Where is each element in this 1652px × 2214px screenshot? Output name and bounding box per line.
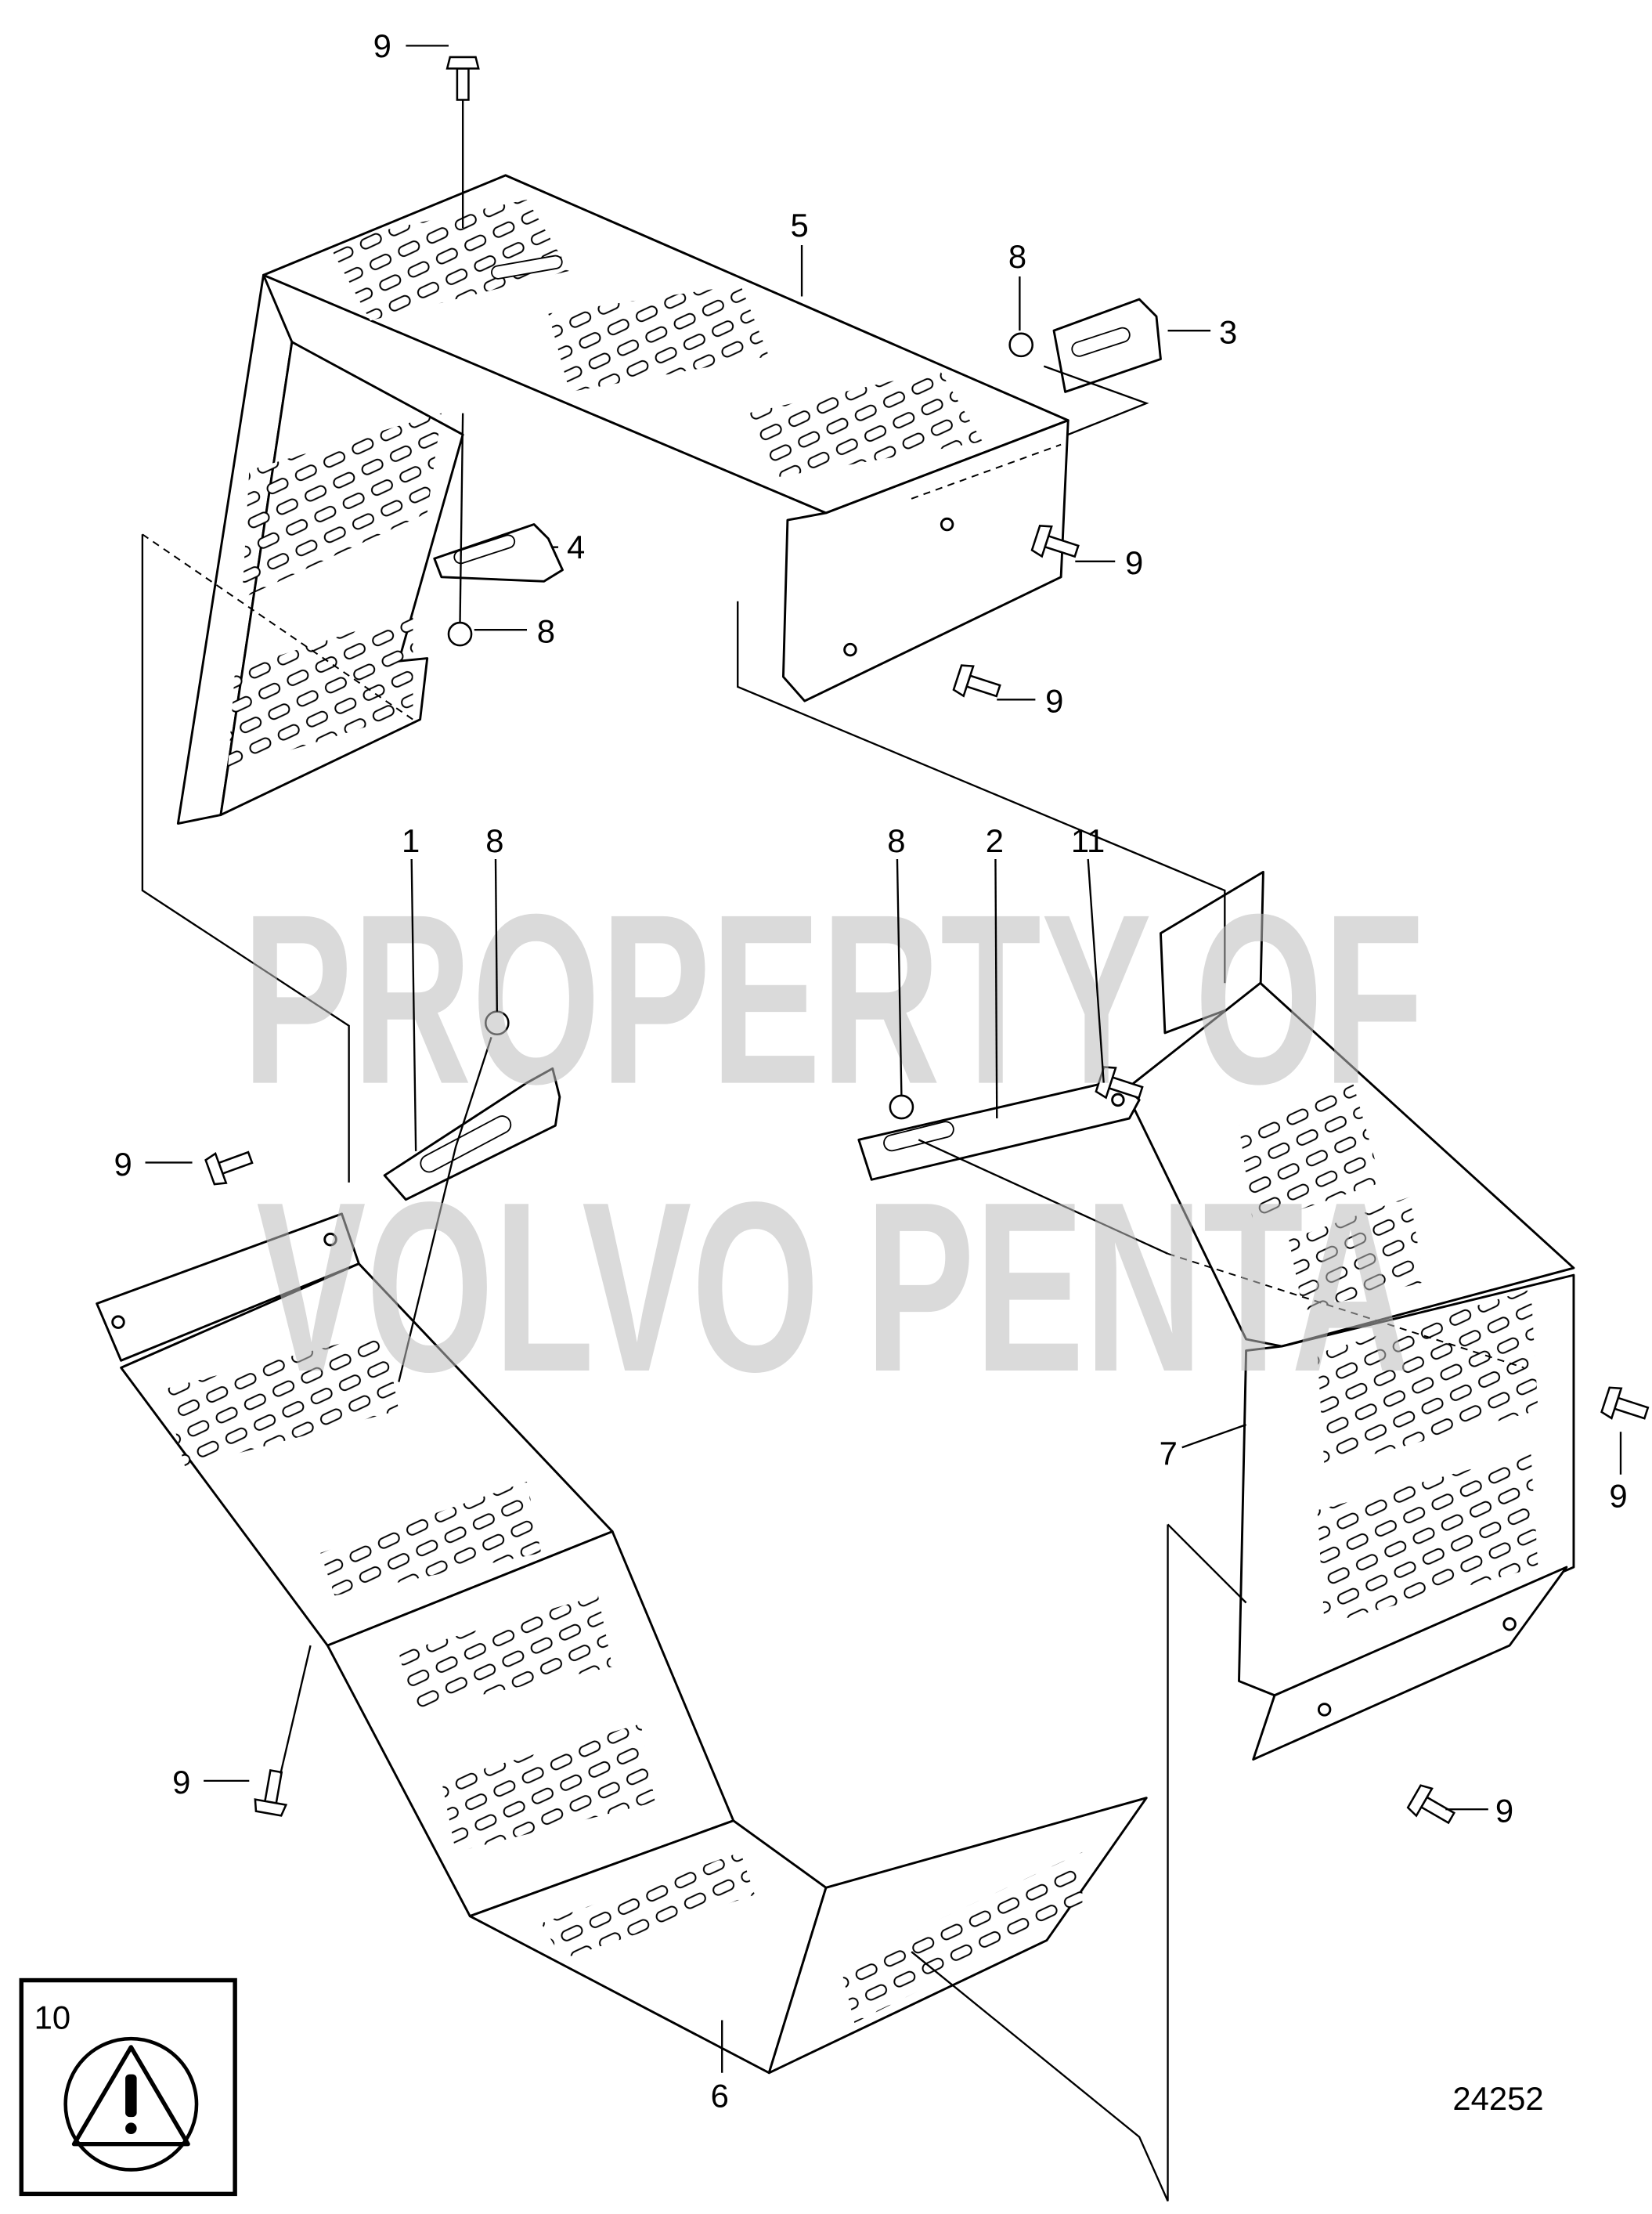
callouts: 9 5 8 3 4 8 9 9 8 8 2 11 1 9 7 9 9 9	[114, 27, 1628, 2114]
bolt-icon	[445, 56, 480, 101]
part-6-bottom-cover	[96, 1212, 1148, 2075]
bolt-icon	[951, 661, 1005, 707]
bracket-4	[433, 523, 564, 583]
callout-9: 9	[1609, 1478, 1627, 1515]
callout-9: 9	[172, 1764, 190, 1800]
callout-11: 11	[1071, 822, 1105, 859]
bolt-icon	[1600, 1384, 1652, 1429]
bracket-3	[1052, 298, 1162, 393]
part-5-top-cover	[176, 174, 1069, 825]
callout-9: 9	[114, 1146, 132, 1183]
callout-4: 4	[567, 529, 585, 565]
callout-8: 8	[1008, 238, 1026, 275]
bracket-2	[857, 1078, 1141, 1181]
callout-2: 2	[986, 822, 1004, 859]
part-7-right-cover	[1124, 870, 1575, 1761]
callout-3: 3	[1219, 314, 1237, 351]
bolt-icon	[1405, 1782, 1460, 1833]
callout-9: 9	[373, 27, 391, 64]
drawing-number: 24252	[1452, 2080, 1543, 2117]
callout-7: 7	[1160, 1435, 1178, 1472]
warning-box-label: 10	[34, 1999, 71, 2035]
watermark: PROPERTY OF VOLVO PENTA	[242, 864, 1424, 1422]
callout-9: 9	[1125, 544, 1143, 581]
bolt-icon	[252, 1767, 293, 1818]
bolts	[204, 56, 1652, 1833]
callout-8: 8	[887, 822, 905, 859]
warning-triangle-icon	[63, 2036, 199, 2172]
callout-1: 1	[402, 822, 420, 859]
watermark-line-1: PROPERTY OF	[242, 864, 1424, 1135]
warning-box: 10	[19, 1977, 237, 2197]
nut-icon	[447, 621, 473, 647]
callout-6: 6	[711, 2077, 729, 2114]
bracket-1	[383, 1067, 561, 1201]
callout-5: 5	[791, 207, 809, 244]
callout-9: 9	[1045, 683, 1063, 720]
callout-8: 8	[537, 613, 555, 650]
nut-icon	[1008, 332, 1034, 358]
callout-9: 9	[1495, 1793, 1513, 1829]
watermark-line-2: VOLVO PENTA	[256, 1151, 1409, 1422]
bolt-icon	[204, 1141, 257, 1188]
assembly-lines	[141, 99, 1524, 2201]
callout-8: 8	[485, 822, 503, 859]
